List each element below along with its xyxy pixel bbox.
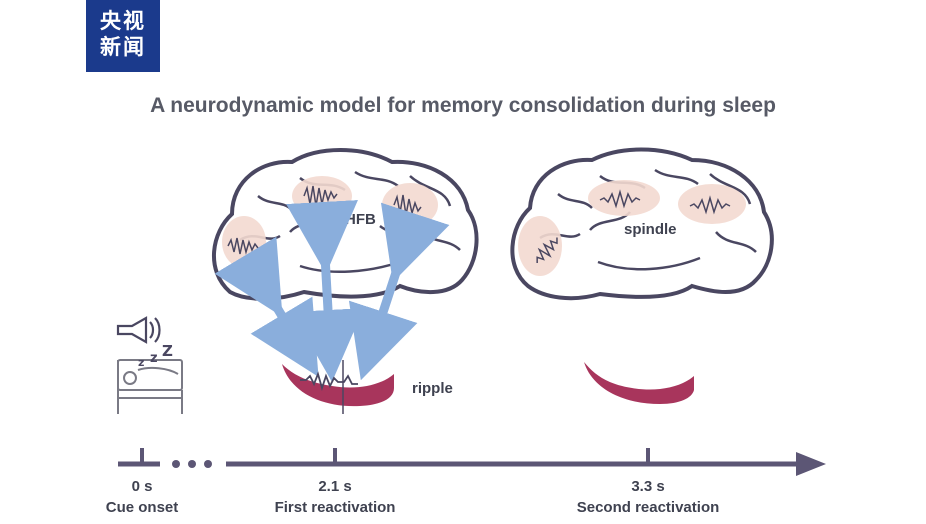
spindle-label: spindle	[624, 221, 677, 238]
logo-line2: 新闻	[100, 35, 146, 59]
tick-0: 0 s Cue onset	[42, 478, 242, 516]
ellipsis-dot	[204, 460, 212, 468]
channel-logo: 央视 新闻	[86, 0, 160, 72]
tick-2: 3.3 s Second reactivation	[548, 478, 748, 516]
diagram-title: A neurodynamic model for memory consolid…	[150, 94, 776, 117]
right-brain	[510, 147, 774, 301]
tick-time: 2.1 s	[318, 478, 352, 495]
tick-event: First reactivation	[274, 499, 396, 516]
svg-text:Z: Z	[162, 342, 173, 360]
tick-1: 2.1 s First reactivation	[235, 478, 435, 516]
ripple-trace	[300, 371, 358, 392]
megaphone-icon	[116, 316, 161, 344]
sleeping-person-icon	[117, 359, 183, 414]
arrow-center	[286, 200, 364, 382]
spindle-trace	[536, 237, 558, 263]
svg-text:z: z	[150, 351, 158, 366]
spindle-trace	[599, 189, 641, 209]
ripple-label: ripple	[412, 380, 453, 397]
zzz-icon: z z Z	[138, 342, 173, 369]
hippocampus-right	[584, 362, 694, 404]
logo-line1: 央视	[100, 9, 146, 33]
svg-text:z: z	[138, 356, 144, 369]
arrow-right	[348, 202, 450, 381]
ellipsis-dot	[172, 460, 180, 468]
timeline	[118, 448, 826, 476]
hippocampus-left	[282, 364, 394, 407]
hfb-label: HFB	[345, 211, 376, 228]
tick-time: 0 s	[131, 478, 153, 495]
activation-blob	[292, 176, 352, 216]
tick-event: Second reactivation	[576, 499, 720, 516]
connection-arrows	[214, 200, 450, 382]
spindle-trace	[689, 195, 731, 215]
activation-blob	[588, 180, 660, 216]
activation-blob	[518, 216, 562, 276]
tick-time: 3.3 s	[631, 478, 665, 495]
ellipsis-dot	[188, 460, 196, 468]
tick-event: Cue onset	[105, 499, 179, 516]
